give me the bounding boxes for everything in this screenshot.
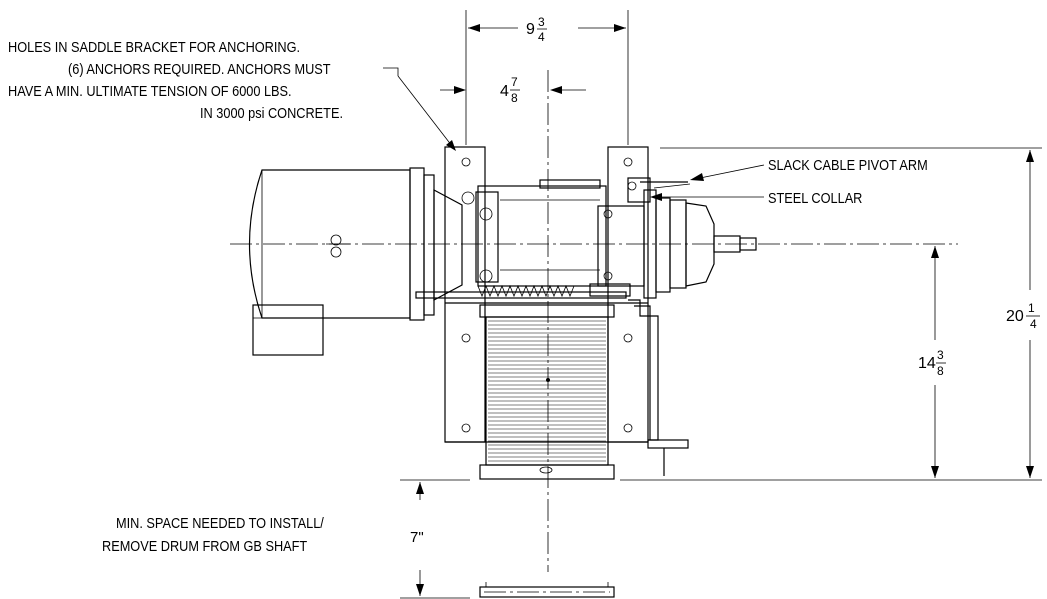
dim-half-width-whole: 4 [500, 83, 509, 100]
dimension-shaft-height: 14 3 8 [918, 246, 946, 478]
gearbox [461, 179, 645, 287]
anchoring-note-line-1: HOLES IN SADDLE BRACKET FOR ANCHORING. [8, 38, 300, 55]
dim-drum-clearance: 7" [410, 529, 424, 546]
min-space-note-line-1: MIN. SPACE NEEDED TO INSTALL/ [116, 514, 324, 531]
tension-spring [415, 283, 689, 476]
callout-labels: SLACK CABLE PIVOT ARM STEEL COLLAR [650, 156, 928, 206]
slack-cable-pivot-arm-label: SLACK CABLE PIVOT ARM [768, 156, 928, 173]
anchoring-note-line-3: HAVE A MIN. ULTIMATE TENSION OF 6000 LBS… [8, 82, 292, 99]
dimension-half-width: 4 7 8 [440, 75, 586, 105]
dimension-drum-clearance: 7" MIN. SPACE NEEDED TO INSTALL/ REMOVE … [102, 479, 615, 599]
dim-overall-height-den: 4 [1030, 317, 1037, 331]
dim-bracket-width-whole: 9 [526, 21, 535, 38]
dim-shaft-height-num: 3 [937, 348, 944, 362]
drum-grooves [488, 320, 606, 462]
dim-shaft-height-den: 8 [937, 364, 944, 378]
saddle-bracket [444, 146, 649, 443]
dim-half-width-den: 8 [511, 91, 518, 105]
anchoring-note-line-2: (6) ANCHORS REQUIRED. ANCHORS MUST [68, 60, 331, 77]
dim-bracket-width-den: 4 [538, 30, 545, 44]
anchoring-note-line-4: IN 3000 psi CONCRETE. [200, 104, 343, 121]
min-space-note-line-2: REMOVE DRUM FROM GB SHAFT [102, 537, 308, 554]
dim-overall-height-num: 1 [1028, 301, 1035, 315]
dimension-overall-height: 20 1 4 [620, 147, 1042, 481]
dim-overall-height-whole: 20 [1006, 308, 1024, 325]
steel-collar-label: STEEL COLLAR [768, 189, 862, 206]
dimension-bracket-width: 9 3 4 [465, 10, 629, 145]
motor [248, 167, 463, 356]
anchoring-note: HOLES IN SADDLE BRACKET FOR ANCHORING. (… [8, 38, 456, 151]
dim-shaft-height-whole: 14 [918, 355, 936, 372]
dim-bracket-width-num: 3 [538, 15, 545, 29]
brake-assembly [627, 177, 757, 299]
dim-half-width-num: 7 [511, 75, 518, 89]
cable-drum [479, 304, 615, 480]
